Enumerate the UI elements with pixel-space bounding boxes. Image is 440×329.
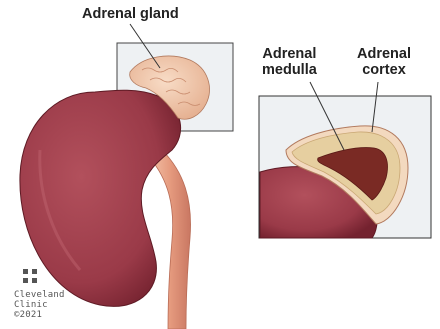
label-adrenal-medulla: Adrenal medulla [262, 46, 317, 78]
label-adrenal-gland: Adrenal gland [82, 6, 179, 22]
label-adrenal-cortex-line2: cortex [357, 62, 411, 78]
credit-line-3: ©2021 [14, 310, 74, 320]
credit-line-2: Clinic [14, 300, 74, 310]
cleveland-clinic-credit: Cleveland Clinic ©2021 [14, 268, 74, 320]
credit-line-1: Cleveland [14, 290, 74, 300]
label-adrenal-cortex: Adrenal cortex [357, 46, 411, 78]
label-adrenal-medulla-line2: medulla [262, 62, 317, 78]
label-adrenal-medulla-line1: Adrenal [262, 46, 317, 62]
cleveland-clinic-logo-icon [22, 268, 38, 284]
ureter [150, 150, 191, 329]
label-adrenal-cortex-line1: Adrenal [357, 46, 411, 62]
label-adrenal-gland-text: Adrenal gland [82, 6, 179, 22]
